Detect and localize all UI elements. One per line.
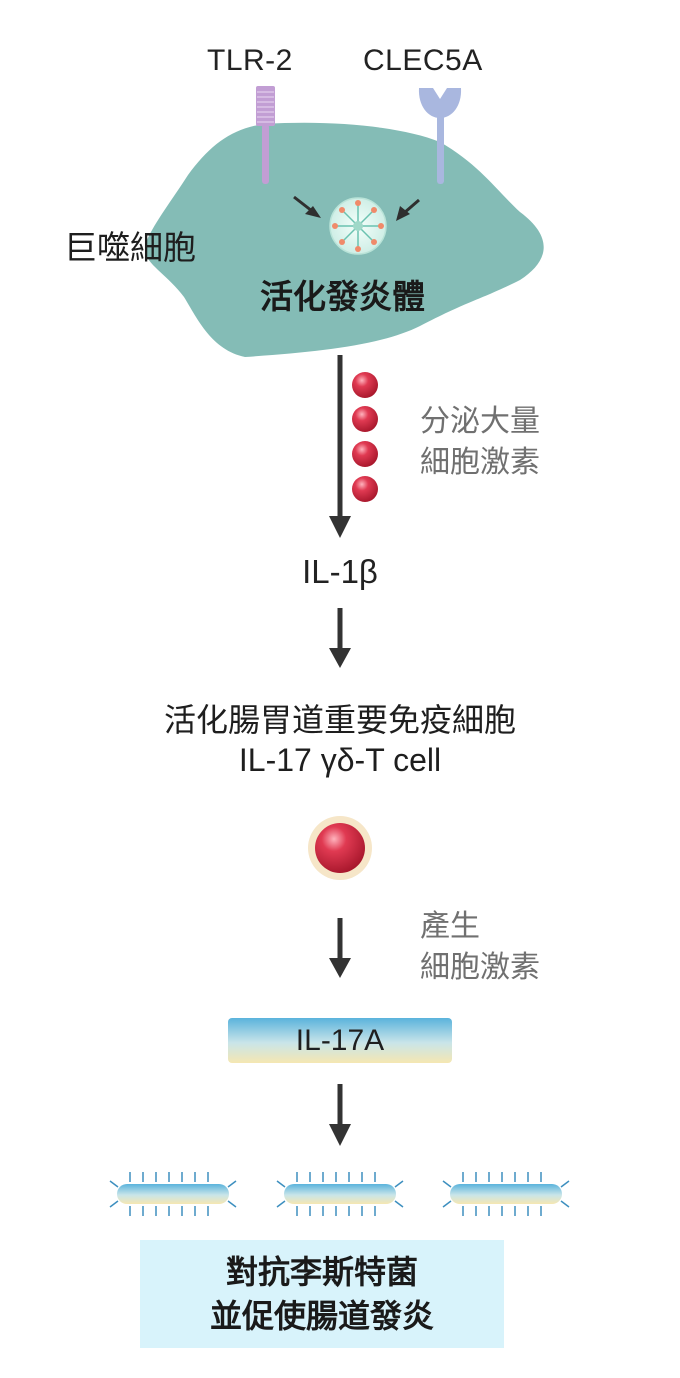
inflammasome-label: 活化發炎體 — [260, 278, 425, 315]
clec5a-receptor — [418, 88, 462, 184]
result-line1: 對抗李斯特菌 — [225, 1254, 418, 1290]
result-box: 對抗李斯特菌 並促使腸道發炎 — [140, 1240, 504, 1348]
listeria-bacterium-2 — [276, 1172, 404, 1216]
listeria-bacterium-1 — [109, 1172, 237, 1216]
secretion-note-line2: 細胞激素 — [420, 446, 540, 479]
production-note-line2: 細胞激素 — [420, 951, 540, 984]
listeria-bacterium-3 — [442, 1172, 570, 1216]
il1b-label: IL-1β — [302, 553, 378, 590]
tlr2-receptor — [256, 86, 275, 184]
activation-line1: 活化腸胃道重要免疫細胞 — [163, 702, 516, 738]
tlr2-label: TLR-2 — [207, 44, 293, 77]
production-note-line1: 產生 — [420, 910, 480, 943]
cytokine-balls — [352, 372, 378, 502]
arrow-produce — [329, 918, 351, 978]
secretion-note: 分泌大量 細胞激素 — [420, 401, 540, 483]
receptor-signal-arrows — [293, 195, 420, 221]
production-note: 產生 細胞激素 — [420, 906, 540, 988]
arrow-secretion — [329, 355, 351, 538]
arrow-activation — [329, 608, 351, 668]
secretion-note-line1: 分泌大量 — [420, 405, 540, 438]
arrow-attack — [329, 1084, 351, 1146]
clec5a-label: CLEC5A — [363, 44, 483, 77]
result-line2: 並促使腸道發炎 — [209, 1298, 434, 1334]
activation-text: 活化腸胃道重要免疫細胞 IL-17 γδ-T cell — [0, 700, 680, 780]
inflammasome-icon — [329, 197, 387, 255]
macrophage-label: 巨噬細胞 — [64, 229, 196, 266]
activation-line2: IL-17 γδ-T cell — [238, 742, 442, 778]
gd-t-cell-icon — [308, 816, 372, 880]
il17a-label: IL-17A — [295, 1023, 385, 1057]
il17a-badge: IL-17A — [228, 1018, 452, 1063]
